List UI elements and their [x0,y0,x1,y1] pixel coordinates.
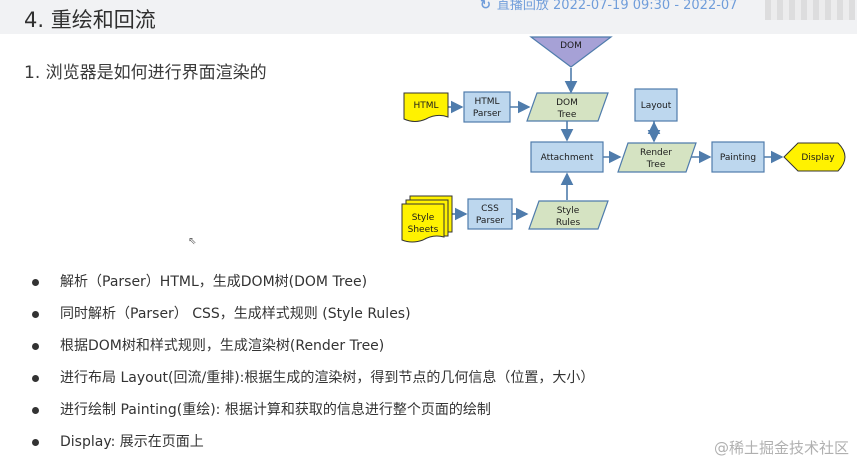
svg-text:Render: Render [640,148,672,158]
section-title: 1. 浏览器是如何进行界面渲染的 [24,63,267,83]
list-item: 根据DOM树和样式规则，生成渲染树(Render Tree) [32,330,594,362]
list-item: 进行布局 Layout(回流/重排):根据生成的渲染树，得到节点的几何信息（位置… [32,362,594,394]
bullet-dot-icon [32,439,39,446]
slide-title: 4. 重绘和回流 [24,8,156,32]
svg-text:Style: Style [557,206,580,216]
display-node: Display [783,142,846,172]
svg-text:HTML: HTML [474,97,499,107]
list-item: 同时解析（Parser） CSS，生成样式规则 (Style Rules) [32,298,594,330]
dom-tree-node: DOM Tree [526,92,609,122]
slide-header: 4. 重绘和回流 ↻直播回放 2022-07-19 09:30 - 2022-0… [0,0,857,34]
svg-text:Display: Display [801,153,835,163]
svg-text:Tree: Tree [557,110,577,120]
svg-text:Painting: Painting [720,153,756,163]
style-sheets-node: Style Sheets [401,195,453,243]
svg-text:DOM: DOM [560,41,582,51]
html-document-node: HTML [403,92,449,122]
style-rules-node: Style Rules [528,200,609,230]
svg-text:HTML: HTML [413,101,438,111]
bullet-dot-icon [32,311,39,318]
list-item: 解析（Parser）HTML，生成DOM树(DOM Tree) [32,266,594,298]
attachment-node: Attachment [530,141,604,173]
svg-text:Sheets: Sheets [408,225,439,235]
svg-text:Tree: Tree [646,160,666,170]
mouse-cursor-icon: ⇖ [188,236,197,247]
svg-text:DOM: DOM [556,98,578,108]
bullet-dot-icon [32,279,39,286]
bullet-dot-icon [32,343,39,350]
layout-node: Layout [634,88,678,122]
svg-text:Parser: Parser [476,216,504,226]
svg-text:Attachment: Attachment [541,153,594,163]
bullet-dot-icon [32,407,39,414]
blurred-region [765,0,855,20]
svg-text:Parser: Parser [473,109,501,119]
render-tree-node: Render Tree [617,142,697,173]
list-item: Display: 展示在页面上 [32,426,594,458]
svg-text:CSS: CSS [481,204,499,214]
css-parser-node: CSS Parser [467,198,513,230]
live-replay-timestamp: ↻直播回放 2022-07-19 09:30 - 2022-07 [480,0,738,13]
painting-node: Painting [711,141,765,173]
svg-text:Style: Style [412,213,435,223]
svg-text:Rules: Rules [556,218,581,228]
svg-text:Layout: Layout [641,101,672,111]
watermark: @稀土掘金技术社区 [713,439,849,457]
bullet-list: 解析（Parser）HTML，生成DOM树(DOM Tree) 同时解析（Par… [32,266,594,458]
bullet-dot-icon [32,375,39,382]
html-parser-node: HTML Parser [463,91,511,123]
diagram-arrows [448,68,784,221]
list-item: 进行绘制 Painting(重绘): 根据计算和获取的信息进行整个页面的绘制 [32,394,594,426]
replay-icon: ↻ [480,0,491,13]
dom-triangle: DOM [529,36,613,68]
